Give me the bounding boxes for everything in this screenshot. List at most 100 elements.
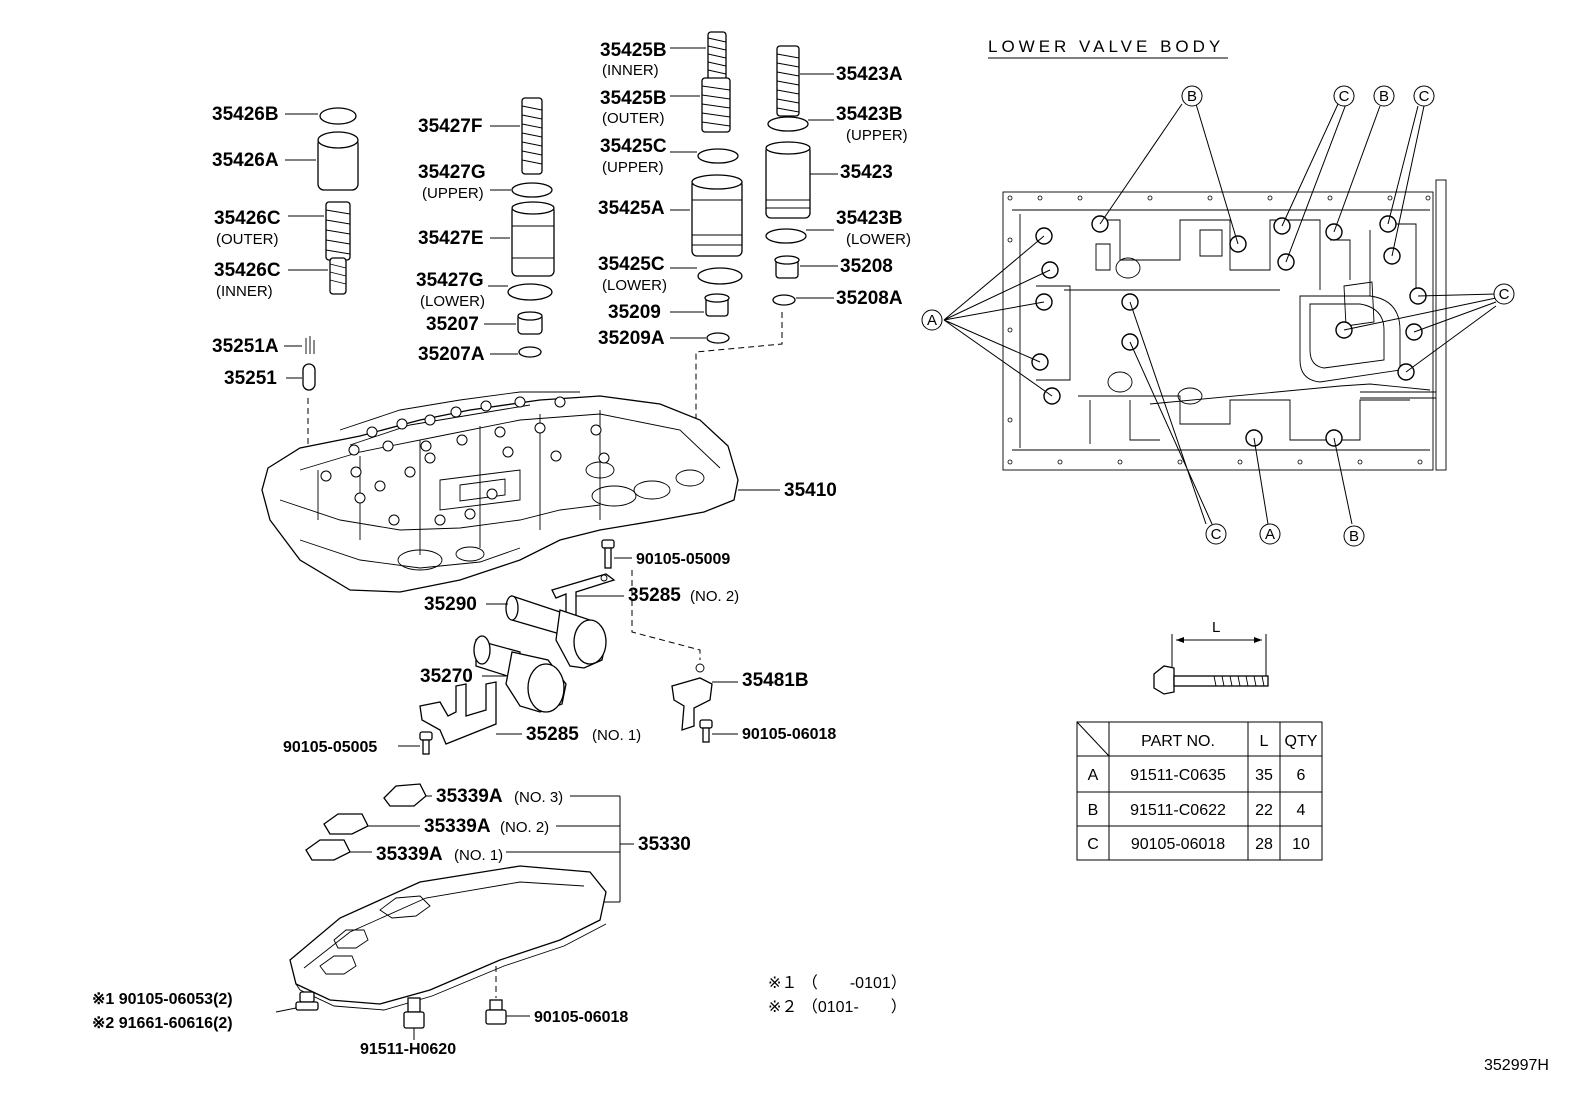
table-row-b-key: B <box>1088 802 1099 819</box>
sleeve-35423 <box>765 141 811 219</box>
label-35208: 35208 <box>840 256 893 277</box>
spring-35426C-outer <box>325 201 351 261</box>
label-35285-no1: 35285 <box>526 724 579 745</box>
label-35481B: 35481B <box>742 670 809 691</box>
callout-B-top-right: B <box>1373 85 1395 107</box>
callout-leaders <box>943 103 1497 525</box>
table-row-c-key: C <box>1087 836 1099 853</box>
label-bolt-note1: ※1 90105-06053(2) <box>92 991 233 1008</box>
bolt-91511-H0620 <box>403 997 425 1029</box>
gasket-35339A-no3 <box>383 783 427 807</box>
sub-35425C-lower: (LOWER) <box>602 277 667 294</box>
sub-35285-no1: (NO. 1) <box>592 727 641 744</box>
pin-35251 <box>302 363 316 391</box>
label-35425B-inner: 35425B <box>600 40 667 61</box>
label-35270: 35270 <box>420 666 473 687</box>
label-35426A: 35426A <box>212 150 279 171</box>
label-90105-06018-a: 90105-06018 <box>742 726 836 743</box>
lower-valve-body-title: LOWER VALVE BODY <box>988 37 1224 56</box>
table-row-a-qty: 6 <box>1297 767 1306 784</box>
svg-text:A: A <box>1265 526 1275 543</box>
label-35426C-outer: 35426C <box>214 208 281 229</box>
label-35209A: 35209A <box>598 328 665 349</box>
label-35425A: 35425A <box>598 198 665 219</box>
callout-C-top-1: C <box>1333 85 1355 107</box>
sub-35423B-lower: (LOWER) <box>846 231 911 248</box>
label-35426C-inner: 35426C <box>214 260 281 281</box>
oring-35207A <box>518 346 542 358</box>
oring-35209A <box>706 332 730 344</box>
table-row-a-l: 35 <box>1255 767 1273 784</box>
svg-text:C: C <box>1211 526 1222 543</box>
label-35427F: 35427F <box>418 116 482 137</box>
note-2: ※２ （0101- ） <box>768 998 907 1016</box>
bolt-note1 <box>295 991 319 1011</box>
bolt-90105-05005 <box>419 731 433 755</box>
svg-text:A: A <box>927 312 937 329</box>
label-35423B-lower: 35423B <box>836 208 903 229</box>
dimension-L: L <box>1212 619 1220 636</box>
sub-35339A-no2: (NO. 2) <box>500 819 549 836</box>
label-91511-H0620: 91511-H0620 <box>360 1041 456 1058</box>
callout-B-bottom: B <box>1343 525 1365 547</box>
figure-code: 352997H <box>1484 1057 1549 1074</box>
lower-body-bolts <box>1031 215 1427 447</box>
label-35427G-lower: 35427G <box>416 270 484 291</box>
label-35207A: 35207A <box>418 344 485 365</box>
label-35251A: 35251A <box>212 336 279 357</box>
label-35208A: 35208A <box>836 288 903 309</box>
oring-35427G-upper <box>511 182 553 198</box>
bracket-35481B <box>671 663 713 731</box>
bolt-90105-06018-a <box>699 719 713 743</box>
sub-35425C-upper: (UPPER) <box>602 159 664 176</box>
svg-text:C: C <box>1419 88 1430 105</box>
callout-A-left: A <box>921 309 943 331</box>
sub-35425B-inner: (INNER) <box>602 62 659 79</box>
cap-35426A <box>317 131 359 191</box>
bracket-35285-no1 <box>419 681 497 745</box>
table-row-c-part: 90105-06018 <box>1131 836 1225 853</box>
callout-C-top-2: C <box>1413 85 1435 107</box>
label-35423B-upper: 35423B <box>836 104 903 125</box>
label-35423: 35423 <box>840 162 893 183</box>
upper-valve-body-35410 <box>261 391 739 593</box>
gasket-35339A-no1 <box>305 839 351 861</box>
label-35425C-lower: 35425C <box>598 254 665 275</box>
callout-C-bottom: C <box>1205 523 1227 545</box>
label-35410: 35410 <box>784 480 837 501</box>
bolt-90105-05009 <box>601 539 615 569</box>
spring-35425B-outer <box>701 77 731 133</box>
label-90105-05005: 90105-05005 <box>283 739 377 756</box>
plug-35207 <box>517 311 543 335</box>
table-row-a-part: 91511-C0635 <box>1130 767 1226 784</box>
label-35251: 35251 <box>224 368 277 389</box>
sleeve-35427E <box>511 201 555 277</box>
label-bolt-note2: ※2 91661-60616(2) <box>92 1015 233 1032</box>
sub-35427G-lower: (LOWER) <box>420 293 485 310</box>
svg-text:C: C <box>1499 286 1510 303</box>
table-header-l: L <box>1260 733 1269 750</box>
spring-35426C-inner <box>329 257 347 295</box>
label-35427E: 35427E <box>418 228 484 249</box>
svg-text:B: B <box>1187 88 1197 105</box>
label-35339A-no1: 35339A <box>376 844 443 865</box>
label-35427G-upper: 35427G <box>418 162 486 183</box>
label-35425B-outer: 35425B <box>600 88 667 109</box>
sub-35425B-outer: (OUTER) <box>602 110 665 127</box>
oring-35427G-lower <box>507 283 553 301</box>
sub-35426C-inner: (INNER) <box>216 283 273 300</box>
note-1: ※１ （ -0101） <box>768 974 907 992</box>
sub-35339A-no1: (NO. 1) <box>454 847 503 864</box>
table-row-b-qty: 4 <box>1297 802 1306 819</box>
svg-text:C: C <box>1339 88 1350 105</box>
lower-body-screws <box>1007 195 1431 465</box>
sub-35423B-upper: (UPPER) <box>846 127 908 144</box>
sub-35285-no2: (NO. 2) <box>690 588 739 605</box>
table-header-part-no: PART NO. <box>1141 733 1215 750</box>
bolt-dimension-drawing: L <box>1153 619 1269 695</box>
table-row-b-l: 22 <box>1255 802 1273 819</box>
table-row-a-key: A <box>1088 767 1099 784</box>
plug-35209 <box>704 293 730 317</box>
spring-35425B-inner <box>707 31 727 83</box>
